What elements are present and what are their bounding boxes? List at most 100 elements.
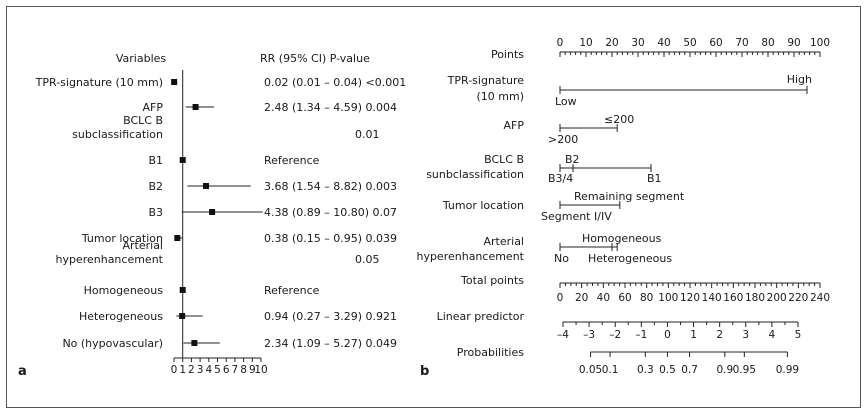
level-label: B3/4: [548, 172, 573, 185]
linear-predictor-tick-label: 0: [664, 329, 671, 341]
variable-label: hyperenhancement: [416, 250, 524, 263]
points-tick-label: 90: [787, 37, 800, 49]
x-tick-label: 7: [232, 364, 239, 376]
variable-label: AFP: [504, 119, 525, 132]
level-label: Remaining segment: [574, 190, 685, 203]
total-points-title: Total points: [460, 274, 524, 287]
rr-point: [191, 340, 198, 346]
rr-point: [209, 209, 216, 215]
rr-point: [192, 104, 199, 110]
level-label: High: [787, 73, 812, 86]
level-label: B1: [647, 172, 662, 185]
panel-a-label: a: [18, 364, 27, 379]
probability-tick-label: 0.3: [637, 364, 654, 376]
level-label: ≤200: [604, 113, 634, 126]
rr-point: [174, 235, 181, 241]
level-label: Low: [555, 95, 577, 108]
x-tick-label: 10: [254, 364, 267, 376]
total-points-tick-label: 200: [767, 292, 787, 304]
linear-predictor-tick-label: 4: [769, 329, 776, 341]
panel-b-label: b: [420, 364, 429, 379]
figure-frame: [6, 6, 861, 408]
total-points-tick-label: 20: [575, 292, 588, 304]
total-points-tick-label: 140: [702, 292, 722, 304]
total-points-tick-label: 220: [788, 292, 808, 304]
rr-point: [179, 287, 186, 293]
level-label: Heterogeneous: [588, 252, 672, 265]
row-label: Homogeneous: [84, 284, 164, 297]
total-points-tick-label: 100: [658, 292, 678, 304]
rr-point: [179, 313, 186, 319]
row-label: Heterogeneous: [79, 310, 163, 323]
row-stat: 4.38 (0.89 – 10.80) 0.07: [264, 206, 397, 219]
x-tick-label: 8: [240, 364, 247, 376]
row-stat: Reference: [264, 284, 320, 297]
x-tick-label: 6: [223, 364, 230, 376]
linear-predictor-tick-label: –1: [635, 329, 647, 341]
x-tick-label: 4: [205, 364, 212, 376]
rr-point: [203, 183, 210, 189]
row-stat: 0.94 (0.27 – 3.29) 0.921: [264, 310, 397, 323]
level-label: Segment I/IV: [541, 210, 612, 223]
row-stat: 0.38 (0.15 – 0.95) 0.039: [264, 232, 397, 245]
total-points-tick-label: 120: [680, 292, 700, 304]
points-axis-title: Points: [491, 48, 524, 61]
points-tick-label: 40: [657, 37, 670, 49]
linear-predictor-tick-label: 5: [795, 329, 802, 341]
linear-predictor-tick-label: –3: [583, 329, 595, 341]
points-tick-label: 60: [709, 37, 722, 49]
row-stat: 0.05: [355, 253, 380, 266]
x-tick-label: 9: [249, 364, 256, 376]
x-tick-label: 2: [188, 364, 195, 376]
probability-tick-label: 0.9: [716, 364, 733, 376]
points-tick-label: 20: [605, 37, 618, 49]
linear-predictor-title: Linear predictor: [437, 310, 525, 323]
total-points-tick-label: 0: [557, 292, 564, 304]
row-stat: 3.68 (1.54 – 8.82) 0.003: [264, 180, 397, 193]
probability-tick-label: 0.7: [681, 364, 698, 376]
row-stat: 2.34 (1.09 – 5.27) 0.049: [264, 337, 397, 350]
points-tick-label: 80: [761, 37, 774, 49]
points-tick-label: 30: [631, 37, 644, 49]
row-stat: Reference: [264, 154, 320, 167]
points-tick-label: 10: [579, 37, 592, 49]
total-points-tick-label: 40: [597, 292, 610, 304]
total-points-tick-label: 60: [618, 292, 631, 304]
x-tick-label: 3: [197, 364, 204, 376]
row-label: Tumor location: [81, 232, 163, 245]
linear-predictor-tick-label: –2: [609, 329, 621, 341]
variable-label: Arterial: [483, 235, 524, 248]
x-tick-label: 1: [179, 364, 186, 376]
probabilities-title: Probabilities: [457, 346, 524, 359]
points-tick-label: 100: [810, 37, 830, 49]
total-points-tick-label: 80: [640, 292, 653, 304]
level-label: No: [554, 252, 569, 265]
variable-label: BCLC B: [484, 153, 524, 166]
linear-predictor-tick-label: 3: [742, 329, 749, 341]
x-tick-label: 0: [171, 364, 178, 376]
linear-predictor-tick-label: –4: [557, 329, 569, 341]
forest-header-stats: RR (95% CI) P-value: [260, 52, 370, 65]
level-label: B2: [565, 153, 580, 166]
total-points-tick-label: 240: [810, 292, 830, 304]
row-stat: 2.48 (1.34 – 4.59) 0.004: [264, 101, 397, 114]
row-label: TPR-signature (10 mm): [35, 76, 163, 89]
row-stat: 0.01: [355, 128, 380, 141]
forest-header-variables: Variables: [116, 52, 167, 65]
row-label: AFP: [143, 101, 164, 114]
row-label: B3: [148, 206, 163, 219]
probability-tick-label: 0.99: [776, 364, 799, 376]
total-points-tick-label: 180: [745, 292, 765, 304]
row-label: hyperenhancement: [55, 253, 163, 266]
probability-tick-label: 0.95: [733, 364, 756, 376]
forest-plot: TPR-signature (10 mm)0.02 (0.01 – 0.04) …: [35, 70, 406, 376]
probability-tick-label: 0.5: [659, 364, 676, 376]
row-label: BCLC B: [123, 114, 163, 127]
rr-point: [171, 79, 178, 85]
row-label: Arterial: [122, 239, 163, 252]
variable-label: sunbclassification: [426, 168, 524, 181]
linear-predictor-tick-label: 2: [716, 329, 723, 341]
points-tick-label: 0: [557, 37, 564, 49]
